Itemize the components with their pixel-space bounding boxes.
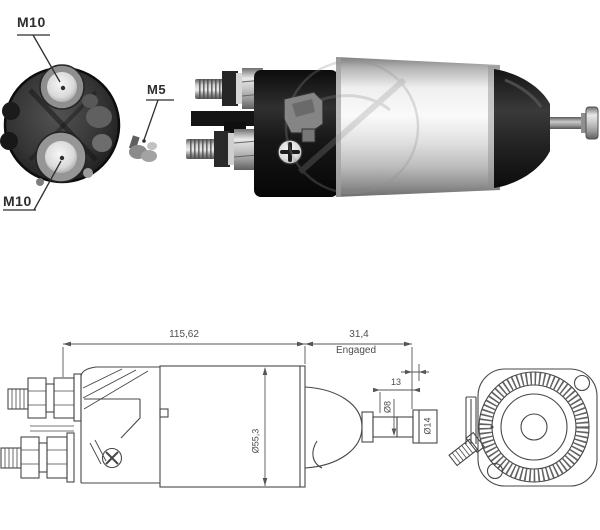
dimension-arrows — [63, 341, 426, 486]
stud-top — [195, 68, 264, 109]
watermark — [284, 59, 420, 195]
dim-tip-diameter: Ø14 — [422, 417, 433, 435]
m5-terminal-photo — [128, 135, 157, 162]
side-view-photo — [186, 57, 599, 197]
dim-plunger-tip: 13 — [390, 377, 402, 387]
dim-engaged-value: 31,4 — [349, 329, 369, 340]
dimension-lines — [62, 343, 429, 486]
leader-lines — [3, 34, 174, 211]
terminal-m10-bottom — [35, 131, 87, 183]
label-m10-top: M10 — [17, 14, 46, 30]
label-m10-bottom: M10 — [3, 193, 32, 209]
label-m5: M5 — [147, 82, 167, 97]
plunger-rod — [550, 106, 599, 140]
side-view-drawing — [0, 365, 438, 488]
dim-rod-diameter: Ø8 — [382, 400, 393, 414]
dim-engaged-caption: Engaged — [335, 345, 377, 356]
front-view-drawing — [448, 368, 598, 487]
solenoid-body — [336, 57, 500, 197]
dim-body-diameter: Ø55,3 — [250, 428, 261, 454]
stud-bottom — [186, 129, 259, 170]
terminal-m10-top — [39, 64, 85, 110]
end-view-photo — [0, 64, 121, 186]
phillips-screw — [277, 139, 303, 165]
dim-overall-length: 115,62 — [169, 329, 199, 340]
